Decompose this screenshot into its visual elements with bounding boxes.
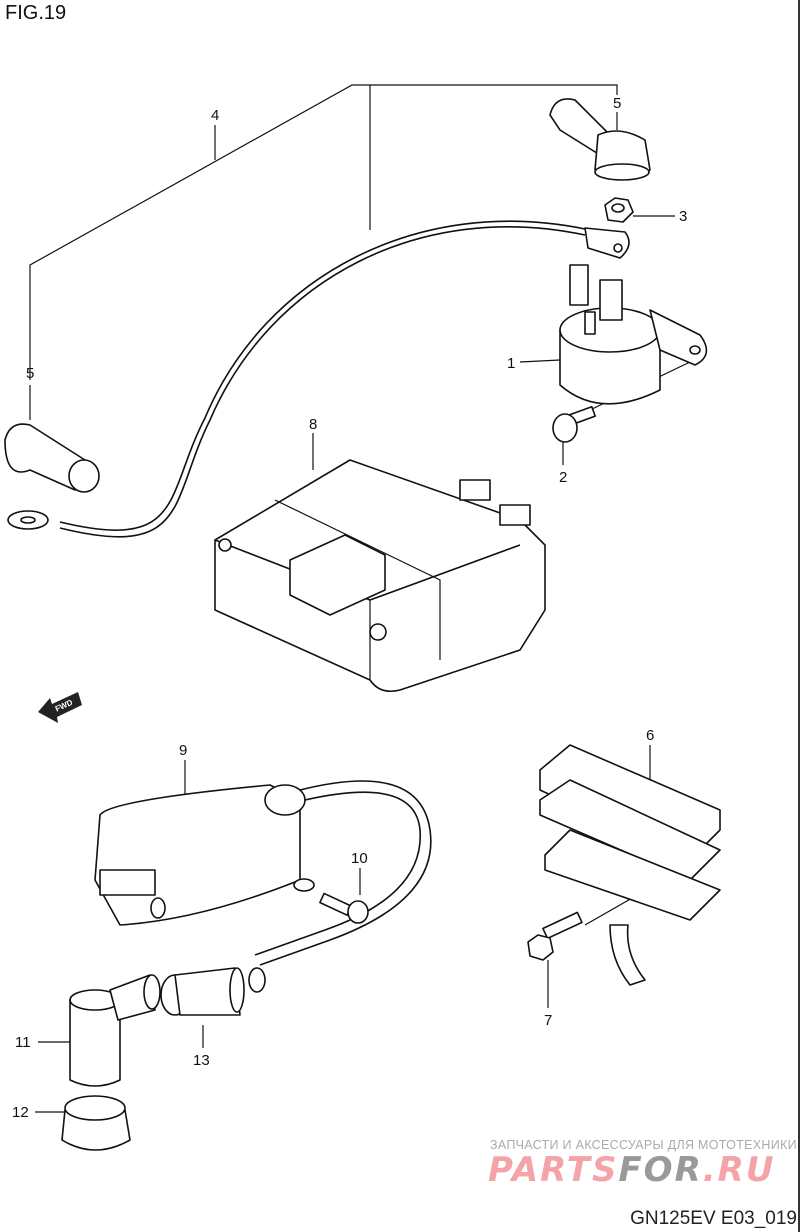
callout-5-right: 5	[613, 95, 621, 112]
callout-7: 7	[544, 1012, 552, 1029]
spark-plug-cap	[69, 974, 161, 1087]
callout-8: 8	[309, 416, 317, 433]
nut	[604, 197, 634, 223]
terminal-cover-left	[4, 423, 100, 493]
cdi-unit	[214, 459, 546, 693]
callout-10: 10	[351, 850, 368, 867]
callout-12: 12	[12, 1104, 29, 1121]
callout-1: 1	[507, 355, 515, 372]
callouts: 1 2 3 4 5 5 6 7 8 9 10 11 13 12	[12, 95, 687, 1121]
starter-relay	[559, 264, 708, 405]
plug-cap-cover	[61, 1095, 131, 1151]
seal	[160, 967, 245, 1016]
watermark-logo-a: PARTS	[488, 1150, 619, 1190]
callout-3: 3	[679, 208, 687, 225]
diagram-code: GN125EV E03_019	[630, 1208, 797, 1229]
terminal-cover-right	[549, 98, 651, 181]
watermark-logo-c: .RU	[702, 1150, 776, 1190]
watermark-tagline: ЗАПЧАСТИ И АКСЕССУАРЫ ДЛЯ МОТОТЕХНИКИ	[490, 1138, 797, 1152]
regulator-bolt	[527, 911, 583, 961]
callout-6: 6	[646, 727, 654, 744]
callout-5-left: 5	[26, 365, 34, 382]
border-edge	[798, 0, 800, 1232]
watermark-logo-b: FOR	[618, 1150, 703, 1190]
battery-cable	[7, 220, 630, 538]
figure-title: FIG.19	[5, 2, 67, 24]
callout-2: 2	[559, 469, 567, 486]
fwd-arrow: FWD	[38, 692, 82, 723]
regulator-rectifier	[539, 744, 721, 986]
callout-9: 9	[179, 742, 187, 759]
callout-13: 13	[193, 1052, 210, 1069]
ignition-coil	[94, 780, 432, 993]
callout-4: 4	[211, 107, 219, 124]
screw	[552, 405, 597, 443]
watermark-logo: PARTSFOR.RU	[488, 1150, 775, 1190]
callout-11: 11	[15, 1034, 31, 1051]
coil-screw	[319, 892, 369, 924]
